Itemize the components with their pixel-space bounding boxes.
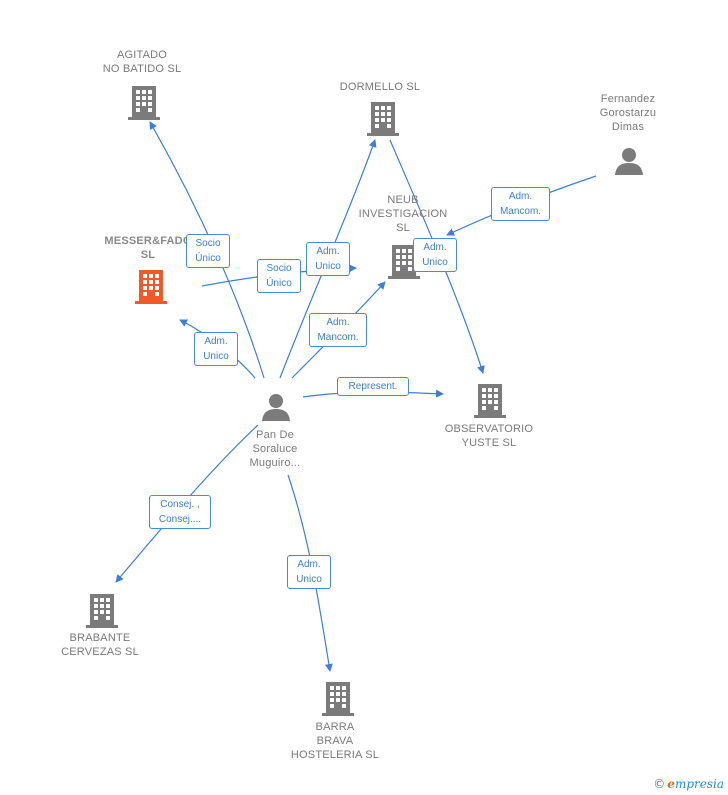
edge-label-pan-observatorio[interactable]: Represent. <box>337 377 409 396</box>
building-icon[interactable] <box>322 680 354 716</box>
node-agitado[interactable]: AGITADO NO BATIDO SL <box>92 48 192 76</box>
building-icon[interactable] <box>474 382 506 418</box>
node-neub[interactable]: NEUB INVESTIGACION SL <box>348 193 458 235</box>
copyright-icon: © <box>653 777 666 791</box>
node-fernandez[interactable]: Fernandez Gorostarzu Dimas <box>578 92 678 134</box>
brand-name: mpresia <box>674 777 724 791</box>
building-icon[interactable] <box>367 100 399 136</box>
person-icon[interactable] <box>614 146 644 176</box>
brand-watermark: ©empresia <box>653 777 724 791</box>
node-agitado-label: AGITADO NO BATIDO SL <box>102 49 182 75</box>
edge-label-fernandez-neub[interactable]: Adm. Mancom. <box>491 187 550 221</box>
node-messer-label: MESSER&FADO SL <box>104 235 192 261</box>
building-icon[interactable] <box>86 592 118 628</box>
node-barra-label: BARRA BRAVA HOSTELERIA SL <box>290 721 380 761</box>
edge-label-pan-agitado[interactable]: Socio Único <box>186 234 230 268</box>
building-icon[interactable] <box>135 268 167 304</box>
edge-label-dormello-observatorio[interactable]: Adm. Unico <box>413 238 457 272</box>
node-neub-label: NEUB INVESTIGACION SL <box>358 194 448 234</box>
node-observatorio[interactable]: OBSERVATORIO YUSTE SL <box>434 422 544 450</box>
edge-label-pan-dormello[interactable]: Adm. Unico <box>306 242 350 276</box>
edge-label-pan-brabante[interactable]: Consej. , Consej.... <box>149 495 211 529</box>
node-fernandez-label: Fernandez Gorostarzu Dimas <box>599 93 657 133</box>
edge-label-pan-barra[interactable]: Adm. Unico <box>287 555 331 589</box>
node-observatorio-label: OBSERVATORIO YUSTE SL <box>444 423 534 449</box>
node-dormello-label: DORMELLO SL <box>339 81 421 93</box>
node-pan[interactable]: Pan De Soraluce Muguiro... <box>225 428 325 470</box>
edge-label-pan-neub[interactable]: Adm. Mancom. <box>309 313 367 347</box>
node-barra[interactable]: BARRA BRAVA HOSTELERIA SL <box>280 720 390 762</box>
brand-initial: e <box>667 777 675 791</box>
node-dormello[interactable]: DORMELLO SL <box>330 80 430 94</box>
person-icon[interactable] <box>261 392 291 422</box>
node-brabante-label: BRABANTE CERVEZAS SL <box>61 632 139 658</box>
building-icon[interactable] <box>388 243 420 279</box>
node-pan-label: Pan De Soraluce Muguiro... <box>249 429 301 469</box>
edge-label-messer-neub[interactable]: Socio Único <box>257 259 301 293</box>
node-messer[interactable]: MESSER&FADO SL <box>88 234 208 262</box>
edge-label-pan-messer[interactable]: Adm. Unico <box>194 332 238 366</box>
building-icon[interactable] <box>128 84 160 120</box>
node-brabante[interactable]: BRABANTE CERVEZAS SL <box>50 631 150 659</box>
